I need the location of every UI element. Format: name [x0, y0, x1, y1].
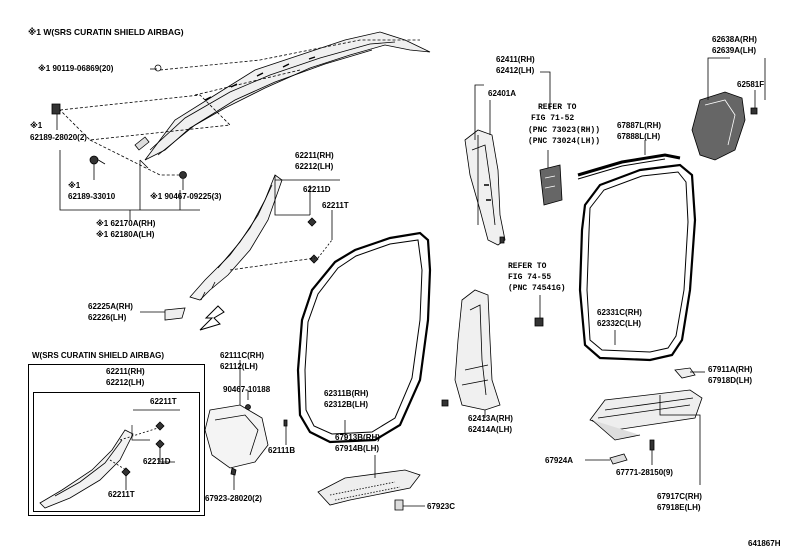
center-pillar-upper-garnish: [464, 129, 506, 246]
part-label[interactable]: 62412(LH): [496, 66, 535, 75]
part-label[interactable]: ※1 62180A(LH): [96, 230, 155, 239]
front-scuff-plate: [317, 469, 421, 506]
part-label[interactable]: 67918D(LH): [708, 376, 753, 385]
part-label[interactable]: 67918E(LH): [657, 503, 701, 512]
part-label[interactable]: 62189-33010: [68, 192, 116, 201]
part-label[interactable]: 67771-28150(9): [616, 468, 673, 477]
part-label[interactable]: 62311B(RH): [324, 389, 369, 398]
clip-icon: [750, 107, 758, 115]
part-label[interactable]: 67924A: [545, 456, 574, 465]
part-label[interactable]: 62638A(RH): [712, 35, 757, 44]
part-label[interactable]: 62211D: [303, 185, 331, 194]
part-label[interactable]: 62189-28020(2): [30, 133, 87, 142]
reference-note: (PNC 73024(LH)): [528, 137, 601, 146]
part-label[interactable]: 62111C(RH): [220, 351, 265, 360]
part-label-note: ※1: [68, 181, 81, 190]
part-label[interactable]: 62112(LH): [220, 362, 258, 371]
cowl-side-trim: [204, 404, 269, 469]
clip-icon: [51, 103, 61, 115]
part-label[interactable]: 62211D: [143, 457, 171, 466]
part-label[interactable]: 62211(RH): [295, 151, 334, 160]
part-label[interactable]: 67888L(LH): [617, 132, 661, 141]
clip-icon: [309, 254, 319, 264]
clip-icon: [89, 155, 99, 165]
inset-pillar-garnish: [39, 429, 134, 509]
part-label-note: ※1: [30, 121, 43, 130]
center-pillar-lower-garnish: [454, 289, 501, 411]
front-pillar-garnish: [189, 174, 283, 301]
door-opening-weatherstrip: [296, 231, 432, 444]
diagram-id: 641867H: [748, 539, 781, 548]
part-label[interactable]: 67887L(RH): [617, 121, 662, 130]
clip-icon: [394, 499, 404, 511]
part-label[interactable]: ※1 62170A(RH): [96, 219, 156, 228]
curtain-airbag-part: [94, 31, 431, 169]
clip-icon: [609, 453, 628, 465]
reference-note[interactable]: REFER TO: [538, 103, 577, 112]
inset-inner-box: [33, 392, 200, 512]
part-label[interactable]: 62111B: [268, 446, 296, 455]
part-label[interactable]: 62639A(LH): [712, 46, 757, 55]
part-label[interactable]: 62212(LH): [106, 378, 145, 387]
clip-icon: [441, 399, 449, 407]
clip-icon: [307, 217, 317, 227]
part-label[interactable]: 62413A(RH): [468, 414, 513, 423]
part-label[interactable]: 62414A(LH): [468, 425, 513, 434]
part-label[interactable]: 62581F: [737, 80, 765, 89]
rear-door-weatherstrip: [578, 163, 697, 362]
part-label[interactable]: 90467-10188: [223, 385, 271, 394]
part-label[interactable]: 67914B(LH): [335, 444, 380, 453]
airbag-note: ※1 W(SRS CURATIN SHIELD AIRBAG): [28, 27, 184, 37]
part-label[interactable]: 62211T: [322, 201, 349, 210]
part-label[interactable]: 62225A(RH): [88, 302, 133, 311]
clip-icon: [649, 439, 655, 451]
reference-note[interactable]: FIG 74-55: [508, 273, 552, 282]
part-label[interactable]: 62411(RH): [496, 55, 535, 64]
clip-icon: [155, 421, 165, 431]
inset-title: W(SRS CURATIN SHIELD AIRBAG): [32, 351, 164, 360]
roof-side-weatherstrip: [577, 153, 681, 177]
part-label[interactable]: 62401A: [488, 89, 517, 98]
direction-arrow-icon: [199, 305, 225, 331]
reference-note: (PNC 73023(RH)): [528, 126, 601, 135]
part-label[interactable]: 67911A(RH): [708, 365, 753, 374]
clip-icon: [283, 419, 288, 427]
bolt-icon: [179, 171, 187, 179]
part-label[interactable]: 62211(RH): [106, 367, 145, 376]
part-label[interactable]: 67917C(RH): [657, 492, 702, 501]
clip-icon: [154, 64, 162, 72]
part-label[interactable]: ※1 90467-09225(3): [150, 192, 222, 201]
clip-icon: [230, 467, 237, 476]
part-label[interactable]: 67913B(RH): [335, 433, 380, 442]
reference-note: (PNC 74541G): [508, 284, 566, 293]
clip-icon: [534, 317, 544, 327]
part-label[interactable]: 62211T: [108, 490, 135, 499]
part-label[interactable]: 62312B(LH): [324, 400, 369, 409]
part-label[interactable]: 62212(LH): [295, 162, 334, 171]
part-label[interactable]: 62332C(LH): [597, 319, 642, 328]
part-label[interactable]: 67923-28020(2): [205, 494, 262, 503]
part-label[interactable]: 67923C: [427, 502, 456, 511]
part-label[interactable]: 62226(LH): [88, 313, 127, 322]
bolt-icon: [245, 404, 251, 410]
reference-note[interactable]: REFER TO: [508, 262, 547, 271]
clip-icon: [499, 236, 505, 244]
part-label[interactable]: ※1 90119-06869(20): [38, 64, 114, 73]
part-label[interactable]: 62211T: [150, 397, 177, 406]
quarter-pillar-garnish: [691, 91, 746, 161]
reference-note[interactable]: FIG 71-52: [531, 114, 575, 123]
part-label[interactable]: 62331C(RH): [597, 308, 642, 317]
rear-scuff-plate: [589, 389, 703, 441]
inset-box: [28, 364, 205, 516]
